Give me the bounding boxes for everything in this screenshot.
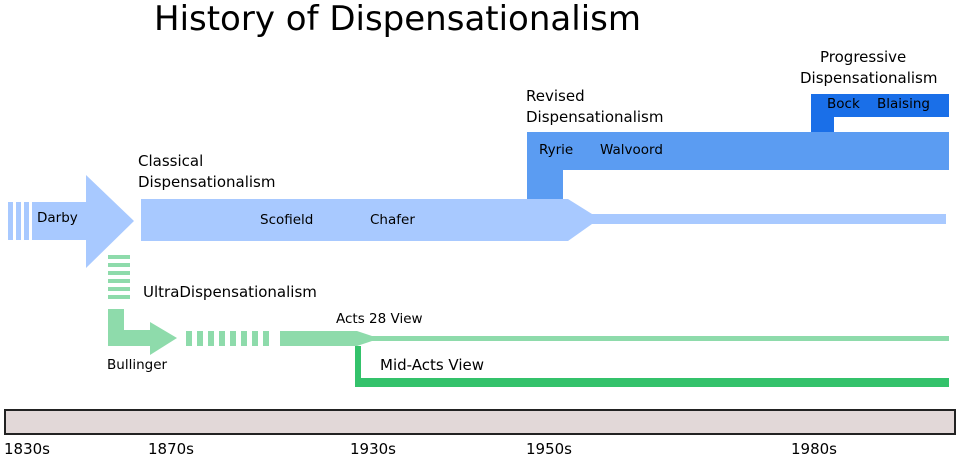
person-darby: Darby [37,210,78,226]
revised-label-line2: Dispensationalism [526,108,664,126]
acts28-band [280,331,949,346]
ultra-hdash-3 [208,331,214,346]
person-ryrie: Ryrie [539,142,574,158]
timeline-bar [4,409,956,435]
progressive-label-line2: Dispensationalism [800,69,938,87]
acts28-label: Acts 28 View [336,311,423,327]
ultra-dash-1 [108,255,130,259]
timeline-tick-1930s: 1930s [350,440,396,458]
ultra-dash-3 [108,271,130,275]
timeline-tick-1870s: 1870s [148,440,194,458]
progressive-label-line1: Progressive [820,48,907,66]
person-blaising: Blaising [877,96,930,112]
person-chafer: Chafer [370,212,415,228]
ultra-hdash-8 [263,331,269,346]
page-title: History of Dispensationalism [154,0,641,39]
ultra-hdash-7 [252,331,258,346]
ultra-dash-2 [108,263,130,267]
ultra-hdash-6 [241,331,247,346]
darby-stripe-2 [16,202,21,240]
darby-stripe-3 [24,202,29,240]
ultra-hdash-4 [219,331,225,346]
timeline-tick-1950s: 1950s [526,440,572,458]
darby-stripe-1 [8,202,13,240]
person-scofield: Scofield [260,212,314,228]
ultra-label: UltraDispensationalism [143,283,317,301]
person-bullinger: Bullinger [107,357,168,373]
progressive-band [811,94,949,132]
classical-label-line2: Dispensationalism [138,173,276,191]
classical-label-line1: Classical [138,152,204,170]
timeline-tick-1980s: 1980s [791,440,837,458]
bullinger-arrow [108,309,177,355]
ultra-dash-5 [108,287,130,291]
person-walvoord: Walvoord [600,142,663,158]
ultra-dash-4 [108,279,130,283]
darby-arrow [32,175,134,268]
person-bock: Bock [827,96,860,112]
timeline-tick-1830s: 1830s [4,440,50,458]
midacts-label: Mid-Acts View [380,356,485,374]
revised-label-line1: Revised [526,87,585,105]
ultra-dash-6 [108,295,130,299]
midacts-band [355,378,949,387]
ultra-hdash-5 [230,331,236,346]
ultra-hdash-1 [186,331,192,346]
midacts-vertical [355,346,361,387]
revised-band [527,132,949,199]
classical-band [141,199,946,241]
ultra-hdash-2 [197,331,203,346]
